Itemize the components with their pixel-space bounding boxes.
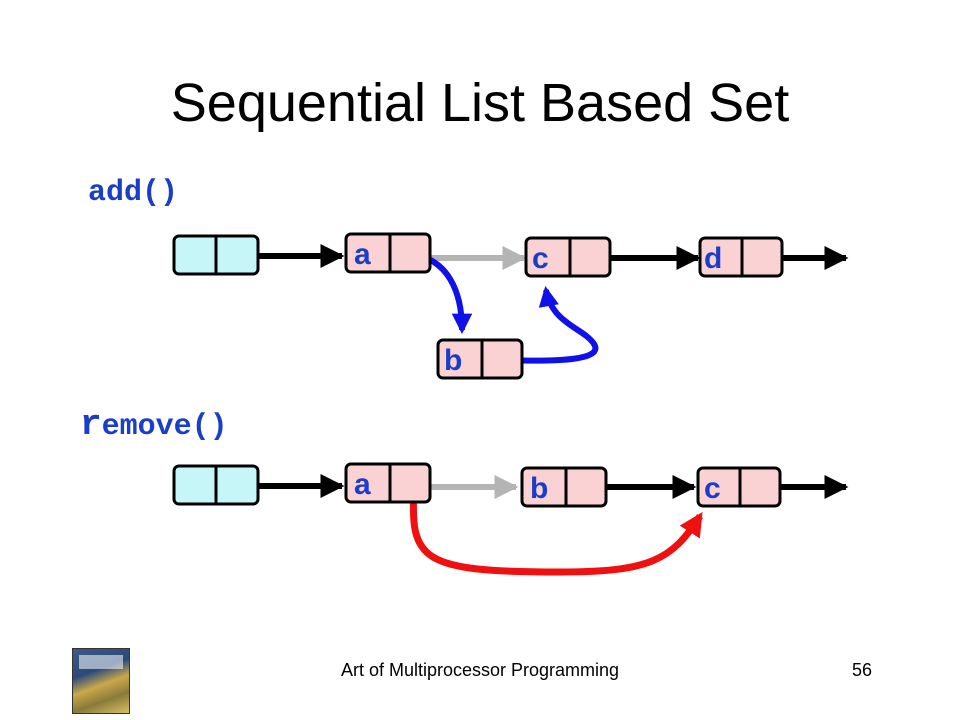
remove-node-a-letter: a [354,468,371,501]
remove-node-a: a [344,462,432,504]
remove-diagram: a b c [172,462,849,576]
add-node-a: a [344,232,432,274]
add-method-label: add() [88,176,179,210]
remove-label-initial: r [80,404,102,445]
remove-method-label: remove() [80,404,228,445]
remove-arrow-a-to-c-new [409,487,703,576]
slide-title: Sequential List Based Set [170,73,790,133]
footer-text: Art of Multiprocessor Programming [340,660,620,680]
page-number: 56 [852,660,873,680]
remove-label-rest: emove() [101,410,228,444]
book-cover-logo [72,648,130,714]
add-arrow-b-to-c-new [503,285,599,364]
add-node-b: b [436,338,524,380]
remove-node-b: b [520,466,608,508]
add-node-head [172,234,260,276]
remove-node-head [172,464,260,506]
add-node-c-letter: c [532,242,549,275]
add-node-b-letter: b [444,344,462,377]
remove-node-c-letter: c [704,472,721,505]
add-node-d: d [698,236,784,278]
remove-node-c: c [696,466,782,508]
add-node-c: c [524,236,612,278]
remove-node-b-letter: b [530,472,548,505]
add-diagram: a c d b [172,232,849,380]
add-node-d-letter: d [704,242,722,275]
add-node-a-letter: a [354,238,371,271]
